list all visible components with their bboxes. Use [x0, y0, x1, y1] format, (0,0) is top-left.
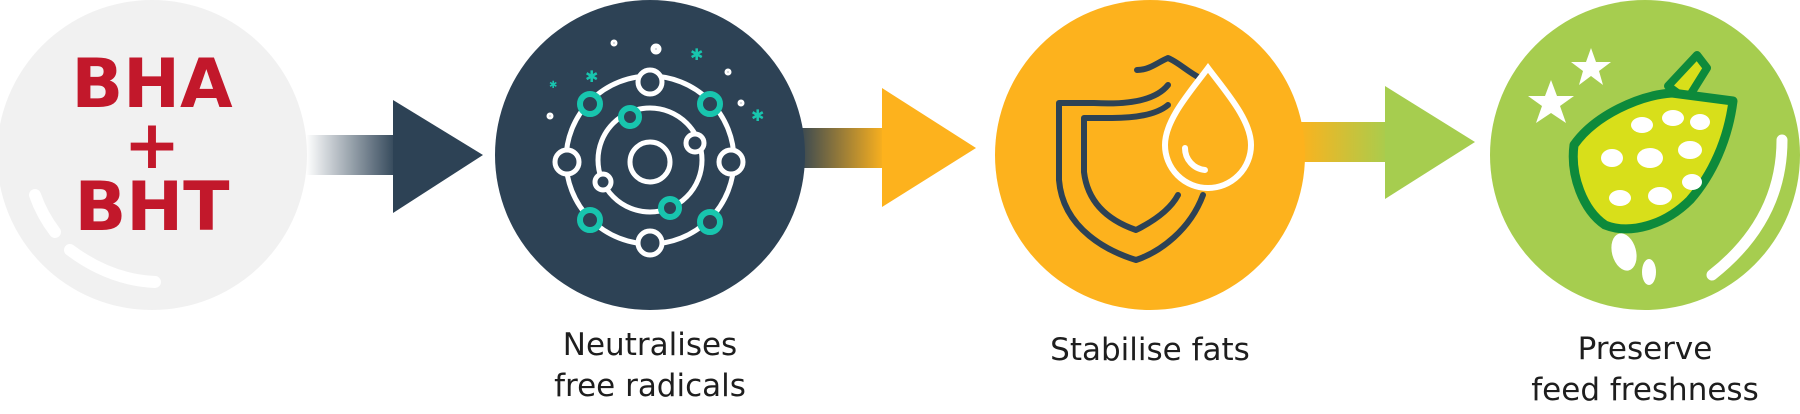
step-2-label-line-2: free radicals	[554, 368, 746, 404]
free-radicals	[577, 91, 723, 235]
feed-scoop-icon	[1568, 51, 1738, 285]
oil-drop-icon	[1161, 63, 1255, 191]
svg-text:✱: ✱	[549, 80, 557, 91]
svg-text:✱: ✱	[751, 106, 764, 125]
plus-text: +	[124, 106, 181, 185]
step-4-circle	[1490, 0, 1800, 310]
step-4-label: Preserve feed freshness	[1505, 329, 1785, 411]
svg-text:✱: ✱	[585, 67, 598, 86]
arrow-3	[1298, 86, 1475, 199]
arrow-2	[795, 88, 976, 207]
arrow-1	[306, 100, 483, 213]
stars-icon	[1528, 48, 1611, 123]
step-3-circle	[995, 0, 1305, 310]
shield-drop-icon	[1056, 55, 1206, 263]
step-2-label: Neutralises free radicals	[520, 325, 780, 407]
bha-text: BHA	[71, 45, 233, 124]
step-1-circle: BHA + BHT	[0, 0, 307, 310]
step-3-label: Stabilise fats	[1020, 330, 1280, 371]
sparkles: ✱ ✱ ✱ ✱	[549, 45, 764, 125]
step-4-label-line-1: Preserve	[1577, 331, 1713, 367]
step-2-label-line-1: Neutralises	[562, 327, 738, 363]
svg-text:✱: ✱	[690, 45, 703, 64]
molecule-icon	[546, 39, 746, 258]
step-3-label-line-1: Stabilise fats	[1050, 332, 1250, 368]
step-2-circle: ✱ ✱ ✱ ✱	[495, 0, 805, 310]
bht-text: BHT	[74, 168, 230, 247]
step-4-label-line-2: feed freshness	[1531, 372, 1759, 408]
